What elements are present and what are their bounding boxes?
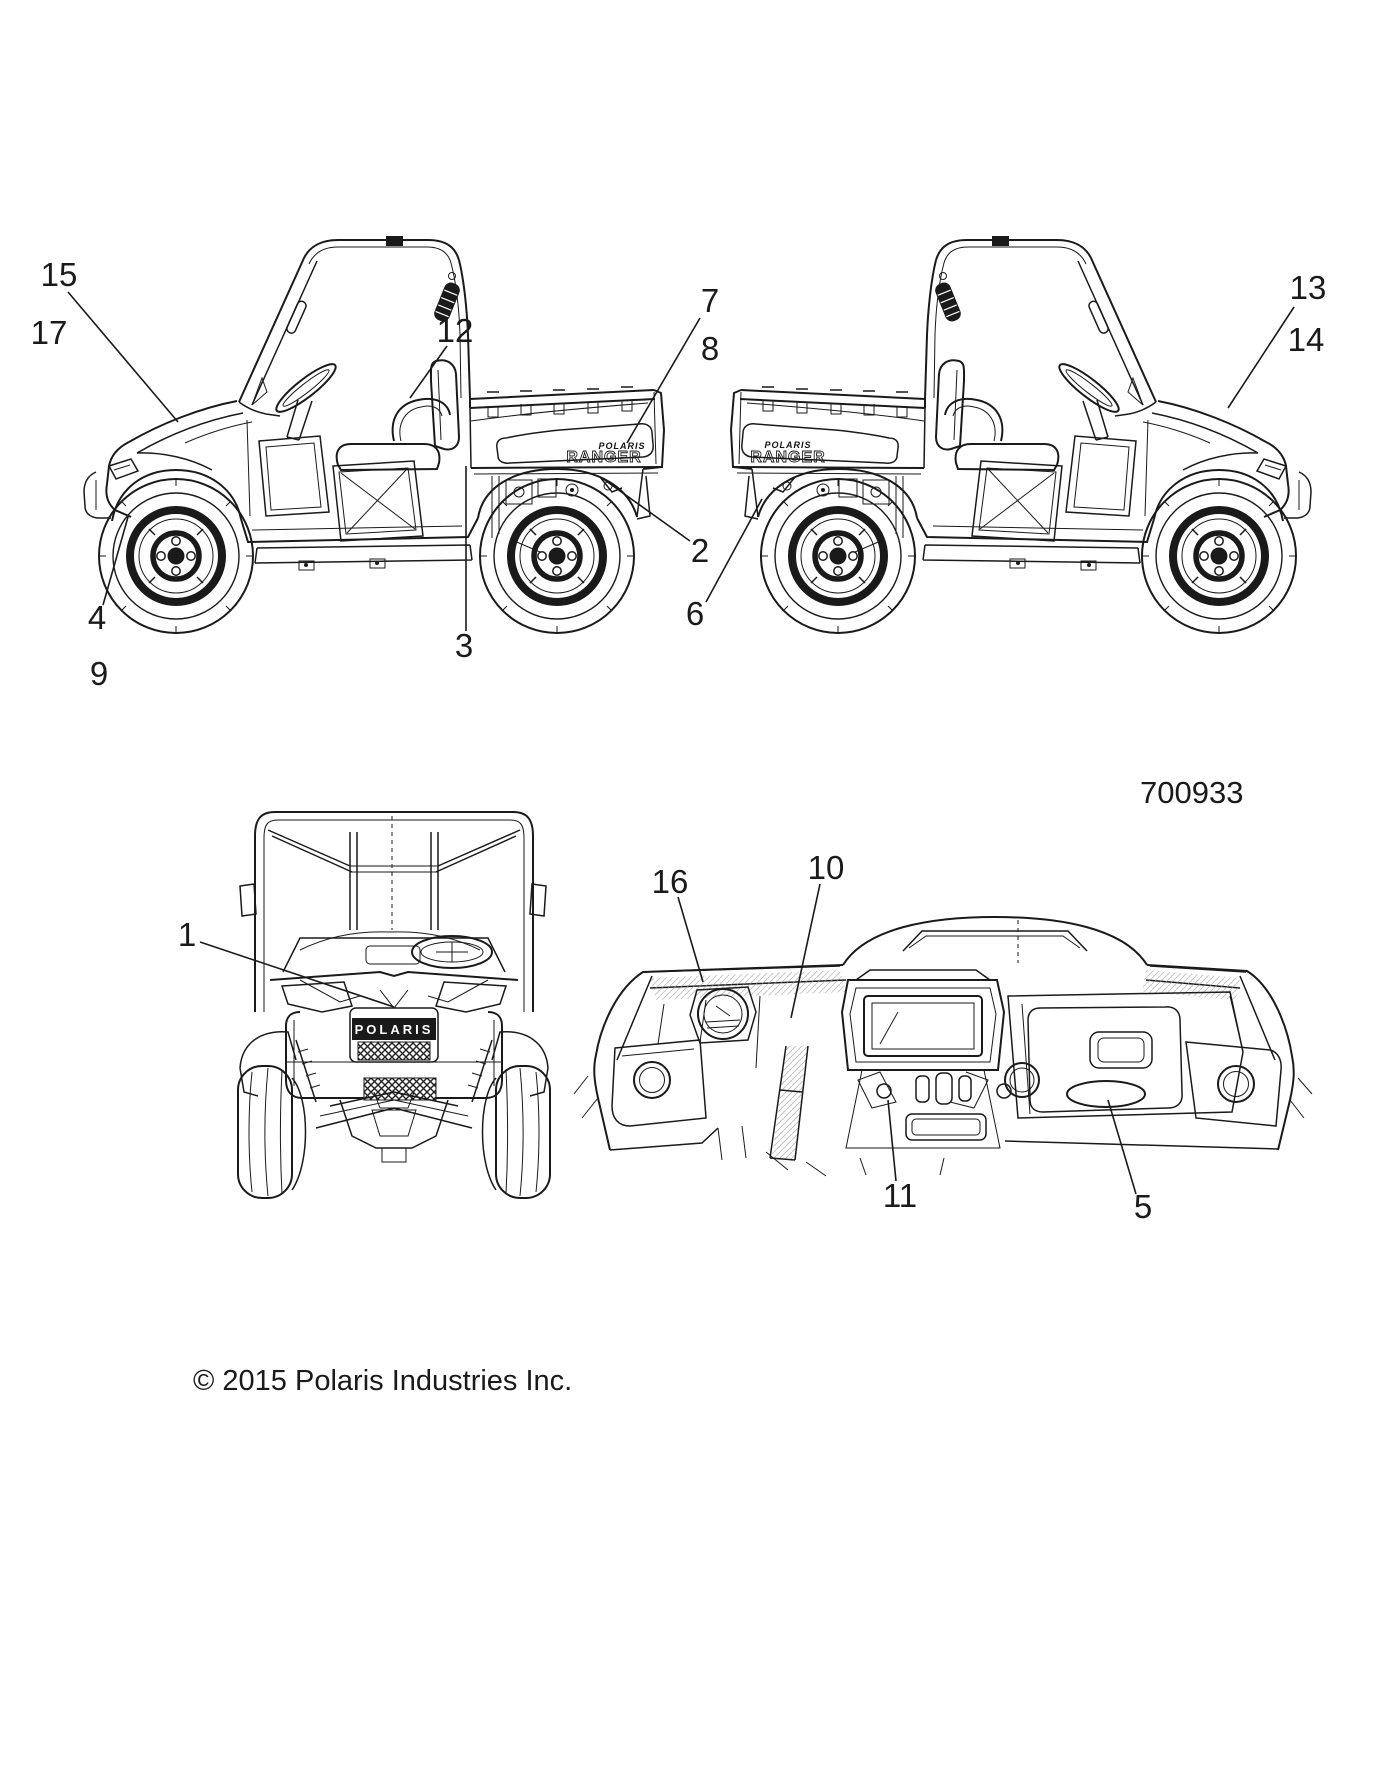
callout-13: 13 xyxy=(1290,269,1327,306)
callout-7: 7 xyxy=(701,282,719,319)
bed-decal-model-right: RANGER xyxy=(750,449,825,466)
callout-5: 5 xyxy=(1134,1188,1152,1225)
front-grille-brand: POLARIS xyxy=(355,1022,434,1037)
dash-accessory-plug-left xyxy=(876,1083,892,1099)
callout-11: 11 xyxy=(883,1177,917,1214)
front-grille: POLARIS xyxy=(349,1007,439,1063)
part-number: 700933 xyxy=(1140,775,1243,810)
glove-box-handle-recess xyxy=(1066,1080,1146,1108)
dash-switch-2 xyxy=(935,1072,953,1105)
callout-labels: 15 17 12 7 8 2 3 4 9 13 14 6 1 16 10 11 … xyxy=(31,256,1327,1225)
callout-10: 10 xyxy=(808,849,845,886)
callout-14: 14 xyxy=(1288,321,1325,358)
callout-4: 4 xyxy=(88,599,106,636)
callout-17: 17 xyxy=(31,314,68,351)
dash-cup-holder xyxy=(1004,1062,1040,1098)
copyright-notice: © 2015 Polaris Industries Inc. xyxy=(193,1365,572,1397)
front-headlight-left xyxy=(280,981,353,1013)
bed-decal-model-left: RANGER xyxy=(566,449,641,466)
callout-1: 1 xyxy=(178,916,196,953)
dash-display-screen xyxy=(863,995,983,1057)
front-view: POLARIS xyxy=(237,811,551,1199)
dash-glove-box xyxy=(1007,991,1244,1119)
callout-15: 15 xyxy=(41,256,78,293)
dash-left-vent xyxy=(611,1039,707,1127)
bed-decal-brand-right: POLARIS xyxy=(764,440,811,450)
front-tire-right xyxy=(481,1065,551,1199)
dash-windshield-hump xyxy=(842,915,1148,966)
dash-steering-column xyxy=(765,1045,827,1177)
dash-switch-1 xyxy=(915,1075,930,1103)
dash-storage-pocket xyxy=(905,1113,987,1141)
callout-8: 8 xyxy=(701,330,719,367)
front-steering-wheel xyxy=(411,935,493,969)
left-side-view: POLARIS RANGER xyxy=(84,236,664,633)
dash-switch-3 xyxy=(958,1075,972,1102)
bed-decal-brand-left: POLARIS xyxy=(598,441,645,451)
callout-12: 12 xyxy=(437,312,474,349)
front-tire-left xyxy=(237,1065,307,1199)
callout-9: 9 xyxy=(90,655,108,692)
leader-lines xyxy=(67,291,1295,1195)
dash-right-vent xyxy=(1185,1041,1282,1127)
callout-16: 16 xyxy=(652,863,689,900)
right-side-view: POLARIS RANGER xyxy=(731,236,1311,633)
callout-3: 3 xyxy=(455,627,473,664)
dash-view xyxy=(573,915,1313,1177)
callout-2: 2 xyxy=(691,532,709,569)
front-headlight-right xyxy=(435,981,508,1013)
dash-center-stack xyxy=(840,969,1012,1149)
dash-accessory-plug-right xyxy=(996,1083,1012,1099)
callout-6: 6 xyxy=(686,595,704,632)
